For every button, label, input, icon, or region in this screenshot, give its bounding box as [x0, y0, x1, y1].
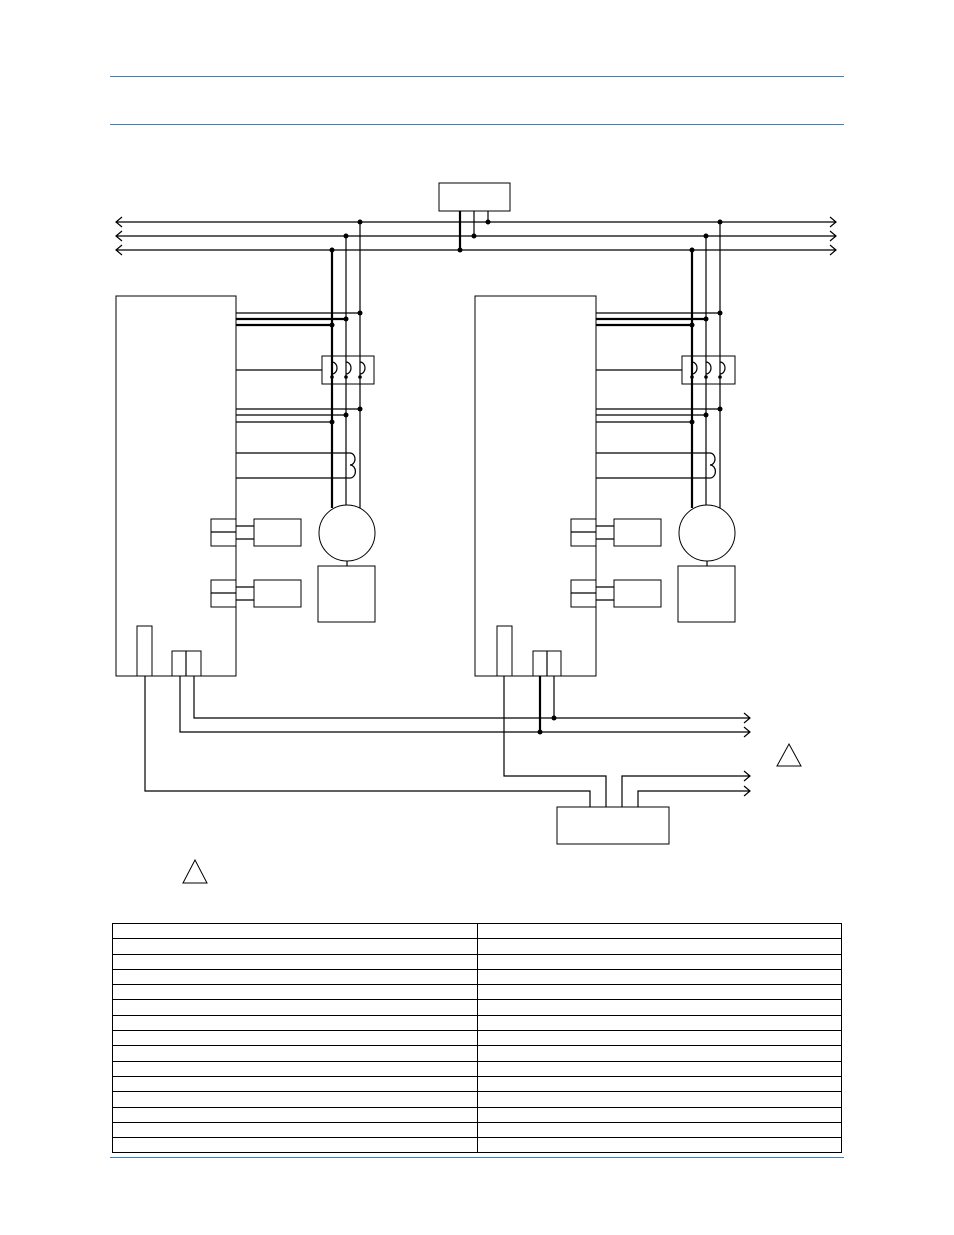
table-cell-left	[112, 1014, 478, 1032]
bus-phase-3	[116, 245, 836, 255]
table-row	[112, 1075, 842, 1093]
table-row	[112, 1106, 842, 1123]
table-cell-right	[476, 1121, 842, 1139]
generator-breaker	[322, 356, 374, 384]
table-row	[112, 1045, 842, 1062]
table-cell-left	[112, 999, 478, 1016]
comm-lines	[145, 676, 750, 844]
table-row	[112, 1137, 842, 1154]
table-cell-right	[476, 1030, 842, 1047]
table-row	[112, 999, 842, 1016]
table-cell-right	[476, 1106, 842, 1123]
table-cell-left	[112, 1045, 478, 1062]
table-cell-left	[112, 1106, 478, 1123]
table-cell-right	[476, 1014, 842, 1032]
table-cell-right	[476, 1091, 842, 1108]
generator-symbol	[679, 505, 735, 561]
network-device-box	[557, 807, 669, 844]
load-share-lines	[180, 676, 750, 737]
controller-box	[475, 296, 596, 676]
table-cell-left	[112, 922, 478, 940]
engine-box	[318, 566, 375, 622]
table-cell-right	[476, 1137, 842, 1154]
table-cell-left	[112, 953, 478, 970]
table-row	[112, 1091, 842, 1108]
aux-device-1	[614, 519, 661, 546]
table-cell-right	[476, 938, 842, 955]
table-cell-left	[112, 1030, 478, 1047]
table-row	[112, 953, 842, 970]
controller-box	[116, 296, 236, 676]
table-row	[112, 1030, 842, 1047]
table-cell-left	[112, 1075, 478, 1093]
table-cell-right	[476, 1075, 842, 1093]
table-cell-right	[476, 999, 842, 1016]
bus-sensing-box	[439, 183, 510, 211]
reference-table	[112, 922, 842, 1154]
aux-device-1	[254, 519, 301, 546]
table-cell-left	[112, 1060, 478, 1077]
aux-device-2	[614, 580, 661, 607]
unit-right	[475, 219, 735, 677]
table-cell-right	[476, 1045, 842, 1062]
table-cell-left	[112, 984, 478, 1001]
generator-breaker	[682, 356, 735, 384]
comm-terminal	[497, 626, 512, 676]
note-triangle-icon	[183, 860, 207, 883]
current-transformer	[350, 453, 355, 478]
table-row	[112, 1014, 842, 1032]
table-cell-right	[476, 953, 842, 970]
table-cell-right	[476, 922, 842, 940]
table-cell-left	[112, 1121, 478, 1139]
engine-box	[678, 566, 735, 622]
current-transformer	[710, 453, 715, 478]
comm-terminal	[137, 626, 152, 676]
table-cell-left	[112, 1091, 478, 1108]
aux-device-2	[254, 580, 301, 607]
bus-phase-1	[116, 217, 836, 227]
table-row	[112, 1060, 842, 1077]
table-cell-left	[112, 938, 478, 955]
table-cell-left	[112, 1137, 478, 1154]
table-cell-left	[112, 968, 478, 986]
unit-left	[116, 219, 375, 677]
table-cell-right	[476, 968, 842, 986]
table-row	[112, 984, 842, 1001]
table-cell-right	[476, 984, 842, 1001]
table-row	[112, 968, 842, 986]
table-row	[112, 922, 842, 940]
header-rule-bottom	[110, 124, 844, 125]
table-row	[112, 938, 842, 955]
table-row	[112, 1121, 842, 1139]
header-rule-top	[110, 76, 844, 77]
footer-rule	[110, 1157, 844, 1158]
generator-symbol	[319, 505, 375, 561]
note-triangle-icon	[777, 744, 801, 766]
table-cell-right	[476, 1060, 842, 1077]
